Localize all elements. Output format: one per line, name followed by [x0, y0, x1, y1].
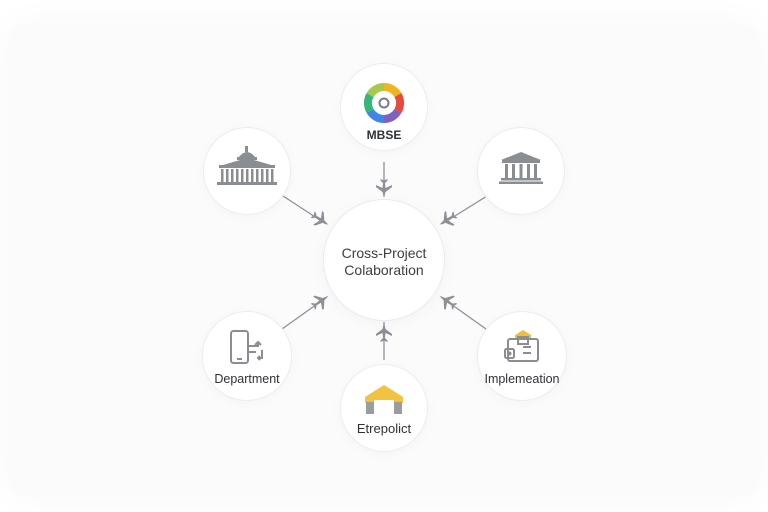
shelter-icon [365, 385, 403, 414]
node-top-label: MBSE [366, 128, 402, 142]
connector-top-right [435, 195, 488, 232]
center-title: Cross-Project Colaboration [324, 245, 444, 279]
node-top-left [204, 128, 290, 214]
center-node: Cross-Project Colaboration [324, 200, 444, 320]
node-bottom-right-label: Implemeation [484, 372, 560, 386]
colorful-ring-icon [363, 82, 405, 124]
connector-bottom-left [281, 289, 333, 330]
node-bottom-left-label: Department [214, 372, 280, 386]
connector-bottom-right [435, 289, 487, 330]
node-top-right [478, 128, 564, 214]
mobile-device-icon [230, 330, 263, 364]
node-bottom-left: Department [203, 312, 291, 400]
connector-top-left [282, 195, 333, 232]
site-plan-icon [504, 330, 539, 362]
center-title-line2: Colaboration [344, 262, 424, 278]
node-bottom: Etrepolict [341, 365, 427, 451]
connector-bottom [376, 322, 392, 360]
center-title-line1: Cross-Project [341, 245, 427, 261]
government-building-icon [217, 146, 277, 185]
classical-building-icon [499, 152, 543, 184]
node-bottom-right: Implemeation [478, 312, 566, 400]
node-top: MBSE [341, 64, 427, 150]
node-bottom-label: Etrepolict [356, 421, 412, 436]
connector-top [376, 162, 392, 198]
